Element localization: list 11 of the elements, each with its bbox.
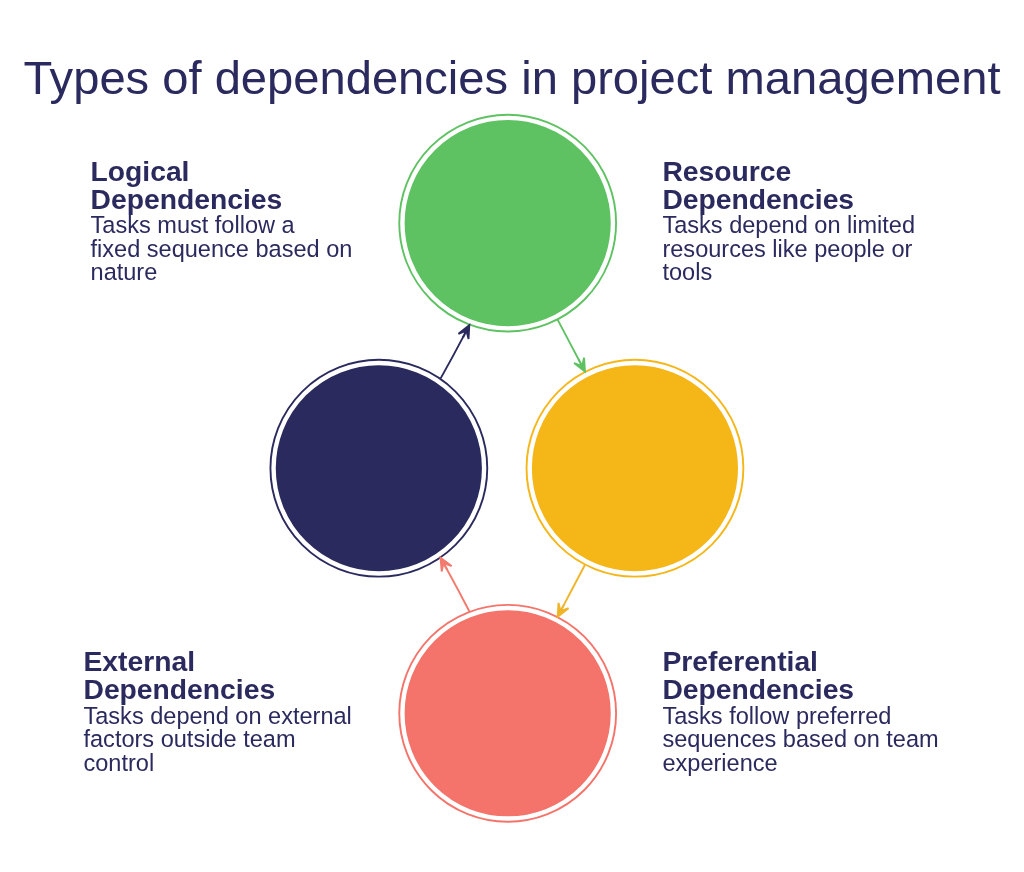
node-circle bbox=[398, 113, 618, 333]
node-circle bbox=[269, 358, 489, 578]
arrow bbox=[439, 556, 471, 613]
node-label: Preferential Dependencies bbox=[662, 644, 855, 706]
node-label: Logical Dependencies bbox=[90, 154, 283, 215]
diagram-title: Types of dependencies in project management bbox=[23, 51, 1001, 105]
arrow bbox=[556, 318, 586, 373]
node-label: Resource Dependencies bbox=[662, 154, 855, 215]
arrow bbox=[556, 563, 586, 618]
arrow bbox=[439, 324, 471, 380]
node-label: External Dependencies bbox=[83, 644, 276, 706]
